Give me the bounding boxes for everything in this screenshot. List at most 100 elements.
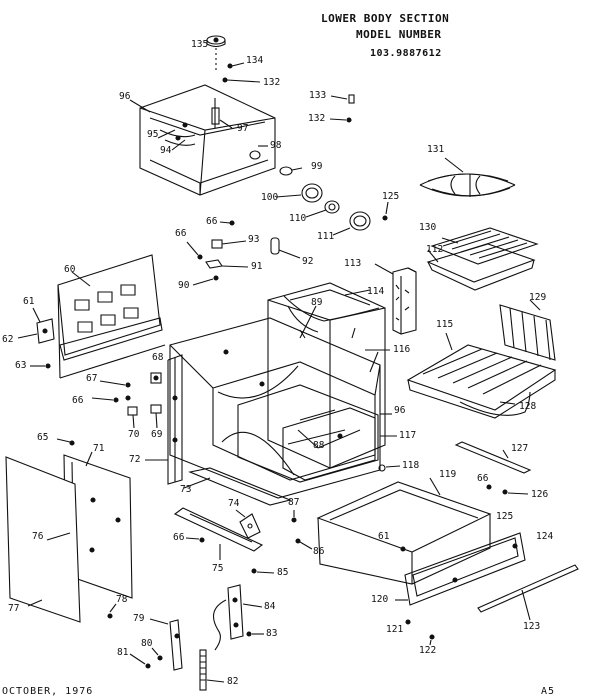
callout-67: 67 <box>86 373 98 384</box>
bracket-68 <box>150 372 162 384</box>
callout-61-lower: 61 <box>378 531 390 542</box>
orifice-99 <box>279 166 303 176</box>
diagram-title: LOWER BODY SECTION <box>321 12 450 25</box>
callout-118: 118 <box>402 460 420 471</box>
screws-86-87 <box>291 510 313 550</box>
bottom-frame-73 <box>183 467 292 506</box>
drawer-front-120 <box>395 532 526 606</box>
callout-66-c: 66 <box>72 395 84 406</box>
callout-96-top: 96 <box>119 91 131 102</box>
leader-88b <box>317 429 361 449</box>
bracket-67-69-70 <box>91 380 162 429</box>
callout-117: 117 <box>399 430 417 441</box>
callout-73: 73 <box>180 484 192 495</box>
callout-130: 130 <box>419 222 437 233</box>
callout-112: 112 <box>426 244 444 255</box>
callout-127: 127 <box>511 443 529 454</box>
screw-85 <box>251 568 275 574</box>
callout-72: 72 <box>129 454 141 465</box>
callout-115: 115 <box>436 319 454 330</box>
drawer-119 <box>316 477 492 585</box>
callout-83: 83 <box>266 628 278 639</box>
callout-75: 75 <box>212 563 224 574</box>
oven-rack-115 <box>406 332 557 419</box>
leader-96 <box>129 99 151 113</box>
callout-82: 82 <box>227 676 239 687</box>
leg-bracket-79 <box>149 618 183 671</box>
callout-86: 86 <box>313 546 325 557</box>
callout-93: 93 <box>248 234 260 245</box>
callout-61-left: 61 <box>23 296 35 307</box>
rail-127 <box>454 441 532 474</box>
callout-76: 76 <box>32 531 44 542</box>
screw-125-top <box>382 201 389 221</box>
callout-68: 68 <box>152 352 164 363</box>
callout-66-a: 66 <box>206 216 218 227</box>
leveling-leg-82 <box>199 649 225 691</box>
callout-90: 90 <box>178 280 190 291</box>
callout-70: 70 <box>128 429 140 440</box>
bracket-61-62 <box>17 307 55 344</box>
callout-129: 129 <box>529 292 547 303</box>
callout-97: 97 <box>237 123 249 134</box>
callout-132-top: 132 <box>263 77 281 88</box>
ring-111 <box>332 211 371 236</box>
callout-99: 99 <box>311 161 323 172</box>
screw-126 <box>486 484 529 495</box>
callout-77: 77 <box>8 603 20 614</box>
insulation-113 <box>374 263 417 335</box>
callout-100: 100 <box>261 192 279 203</box>
callout-113: 113 <box>344 258 362 269</box>
callout-60: 60 <box>64 264 76 275</box>
trim-strip-123 <box>477 564 579 621</box>
callout-116: 116 <box>393 344 411 355</box>
ring-110 <box>305 200 340 218</box>
leader-89 <box>299 305 317 339</box>
callout-69: 69 <box>151 429 163 440</box>
screw-66-lower <box>185 537 205 543</box>
callout-124: 124 <box>536 531 554 542</box>
leader-76 <box>46 532 71 541</box>
callout-66-d: 66 <box>477 473 489 484</box>
oven-body-114 <box>267 282 386 469</box>
callout-79: 79 <box>133 613 145 624</box>
rack-128 <box>459 391 531 416</box>
callout-125-lower: 125 <box>496 511 514 522</box>
callout-135: 135 <box>191 39 209 50</box>
callout-128: 128 <box>519 401 537 412</box>
callout-85: 85 <box>277 567 289 578</box>
screws-133-132 <box>329 94 355 123</box>
callout-84: 84 <box>264 601 276 612</box>
callout-132-right: 132 <box>308 113 326 124</box>
callout-94: 94 <box>160 145 172 156</box>
ring-100 <box>275 183 323 203</box>
screws-121-122 <box>405 619 435 646</box>
callout-120: 120 <box>371 594 389 605</box>
side-panel-77 <box>5 456 81 623</box>
broil-rack-131 <box>419 157 516 197</box>
callout-119: 119 <box>439 469 457 480</box>
footer-page: A5 <box>541 686 556 697</box>
screw-65 <box>56 438 75 446</box>
callout-66-e: 66 <box>173 532 185 543</box>
callout-111: 111 <box>317 231 335 242</box>
screw-78 <box>107 613 113 619</box>
oven-door-inner <box>237 384 379 483</box>
callout-89: 89 <box>311 297 323 308</box>
callout-88: 88 <box>313 440 325 451</box>
knob-135 <box>206 35 226 72</box>
callout-63: 63 <box>15 360 27 371</box>
screw-83 <box>246 631 264 637</box>
broil-pan-112 <box>426 243 536 291</box>
callout-87: 87 <box>288 497 300 508</box>
callout-78: 78 <box>116 594 128 605</box>
callout-95: 95 <box>147 129 159 140</box>
screw-134 <box>227 62 245 69</box>
leader-78 <box>109 603 117 613</box>
screw-63 <box>30 363 51 369</box>
callout-62: 62 <box>2 334 14 345</box>
callout-131: 131 <box>427 144 445 155</box>
bracket-74 <box>235 509 261 539</box>
